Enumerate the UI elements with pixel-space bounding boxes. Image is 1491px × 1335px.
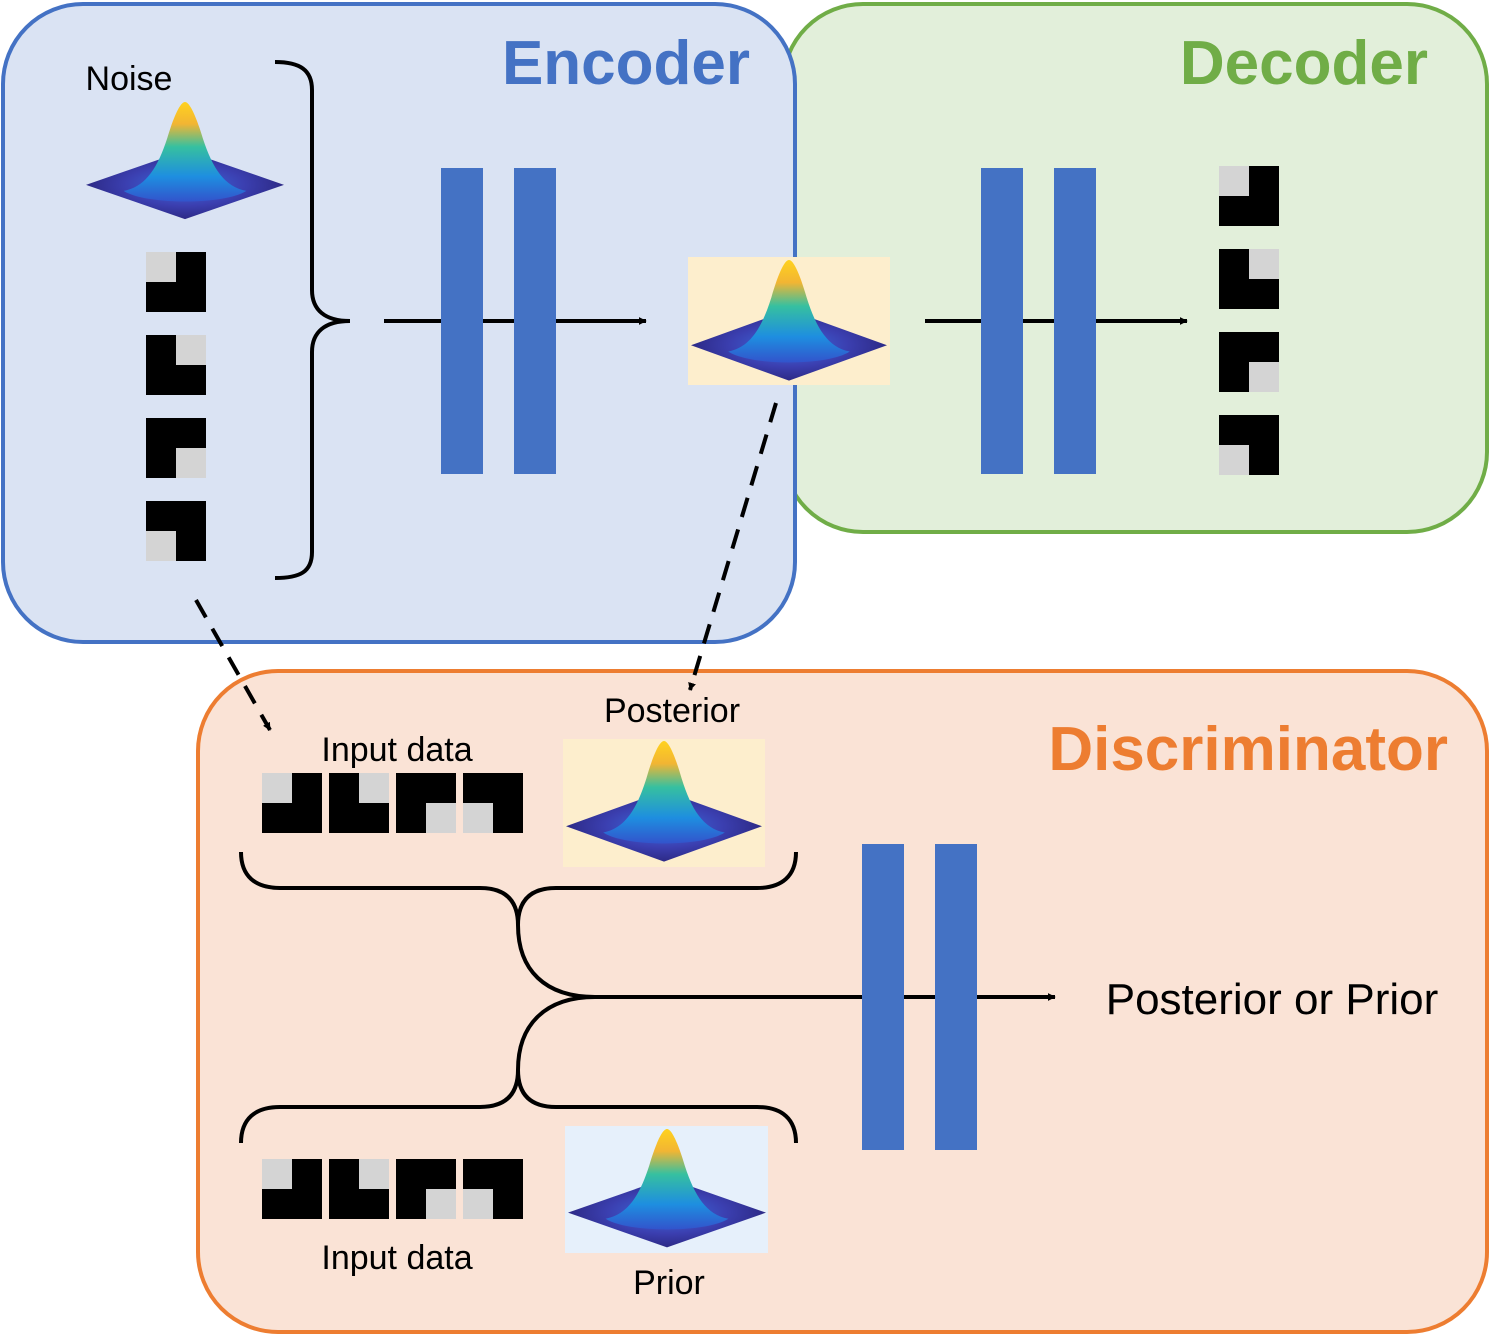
encoder-title: Encoder <box>502 29 750 98</box>
input-data-bottom-label: Input data <box>321 1239 472 1277</box>
input-data-top-label: Input data <box>321 731 472 769</box>
decoder-layer-bar <box>1054 168 1096 474</box>
encoder-brace <box>274 60 351 580</box>
discriminator-layer-bar <box>862 844 904 1150</box>
pixel-patch <box>262 1159 322 1219</box>
pixel-patch <box>146 418 206 478</box>
pixel-patch <box>146 252 206 312</box>
decoder-layer-bar <box>981 168 1023 474</box>
pixel-patch <box>1219 249 1279 309</box>
pixel-patch <box>146 501 206 561</box>
merge-curve-top <box>516 924 596 999</box>
encoder-layer-bar <box>514 168 556 474</box>
pixel-patch <box>1219 332 1279 392</box>
pixel-patch <box>396 1159 456 1219</box>
discriminator-layer-bar <box>935 844 977 1150</box>
pixel-patch <box>1219 415 1279 475</box>
dashed-arrow-posterior <box>688 402 778 691</box>
disc-top-input-patches <box>262 773 523 833</box>
pixel-patch <box>146 335 206 395</box>
discriminator-title: Discriminator <box>1048 715 1448 784</box>
posterior-label: Posterior <box>604 692 740 730</box>
pixel-patch <box>1219 166 1279 226</box>
output-label: Posterior or Prior <box>1106 975 1439 1024</box>
prior-label: Prior <box>633 1264 705 1302</box>
pixel-patch <box>463 773 523 833</box>
pixel-patch <box>463 1159 523 1219</box>
pixel-patch <box>396 773 456 833</box>
encoder-layer-bar <box>441 168 483 474</box>
dashed-arrow-input-data <box>194 599 272 731</box>
decoder-title: Decoder <box>1180 29 1428 98</box>
pixel-patch <box>329 1159 389 1219</box>
decoder-output-patches <box>1219 166 1279 475</box>
noise-label: Noise <box>86 60 173 98</box>
disc-bottom-input-patches <box>262 1159 523 1219</box>
encoder-input-patches <box>146 252 206 561</box>
pixel-patch <box>329 773 389 833</box>
pixel-patch <box>262 773 322 833</box>
merge-curve-bottom <box>516 995 596 1071</box>
